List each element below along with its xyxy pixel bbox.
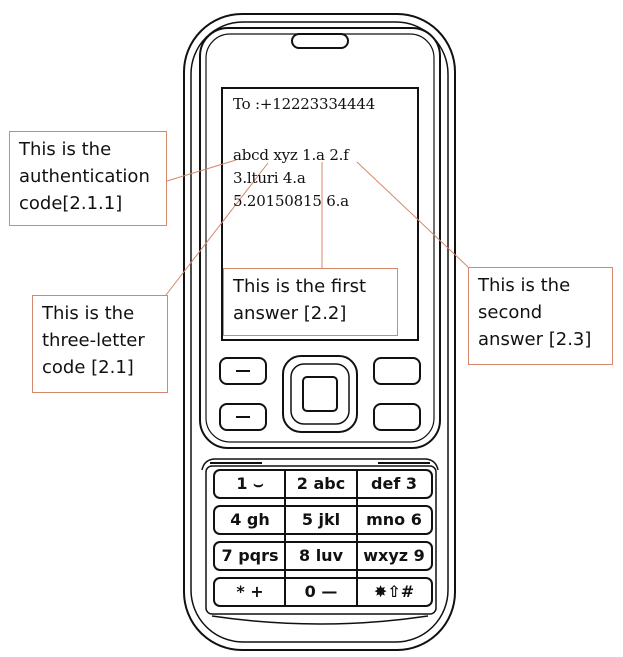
callout-three-letter-code: This is the three-letter code [2.1] xyxy=(32,295,168,393)
key-hash[interactable]: ✸⇧# xyxy=(373,582,415,601)
keypad-row-3 xyxy=(213,541,433,571)
callout-second-answer: This is the second answer [2.3] xyxy=(468,267,613,365)
callout-three-letter-line-3: code [2.1] xyxy=(42,357,134,378)
keypad-row-2 xyxy=(213,505,433,535)
keypad-row-4 xyxy=(213,577,433,607)
callout-three-letter-line-2: three-letter xyxy=(42,330,145,351)
leader-line-three-letter xyxy=(165,162,269,296)
key-7[interactable]: 7 pqrs xyxy=(221,546,279,565)
screen-message-line-3: 5.20150815 6.a xyxy=(233,192,349,210)
key-star[interactable]: * + xyxy=(236,582,264,601)
callout-three-letter-line-1: This is the xyxy=(42,303,135,324)
leader-line-auth-code xyxy=(166,159,237,182)
key-9[interactable]: wxyz 9 xyxy=(363,546,425,565)
leader-line-second-answer xyxy=(356,161,469,268)
phone-body-inner xyxy=(190,21,449,643)
callout-auth-line-1: This is the xyxy=(19,139,112,160)
phone-bottom-curve xyxy=(211,615,429,625)
callout-first-answer-line-1: This is the first xyxy=(233,276,367,297)
callout-auth-line-2: authentication xyxy=(19,166,150,187)
key-4[interactable]: 4 gh xyxy=(230,510,270,529)
key-3[interactable]: def 3 xyxy=(371,474,417,493)
screen-message-line-2: 3.lturi 4.a xyxy=(233,169,306,187)
callout-first-answer-line-2: answer [2.2] xyxy=(233,303,347,324)
screen-message-line-1: abcd xyz 1.a 2.f xyxy=(233,146,349,164)
key-0[interactable]: 0 — xyxy=(304,582,338,601)
right-soft-key-top[interactable] xyxy=(373,357,421,385)
keypad-top-edge xyxy=(201,458,439,471)
callout-authentication-code: This is the authentication code[2.1.1] xyxy=(9,131,167,226)
key-2[interactable]: 2 abc xyxy=(296,474,346,493)
callout-second-answer-line-3: answer [2.3] xyxy=(478,329,592,350)
phone-face xyxy=(199,27,441,449)
screen-recipient-line: To :+12223334444 xyxy=(233,95,376,113)
callout-first-answer: This is the first answer [2.2] xyxy=(223,268,398,336)
keypad-row-1 xyxy=(213,469,433,499)
callout-auth-line-3: code[2.1.1] xyxy=(19,193,123,214)
callout-second-answer-line-2: second xyxy=(478,302,543,323)
key-8[interactable]: 8 luv xyxy=(298,546,343,565)
nav-pad-ring xyxy=(290,363,350,425)
nav-pad-center[interactable] xyxy=(302,376,338,412)
callout-second-answer-line-1: This is the xyxy=(478,275,571,296)
earpiece xyxy=(291,33,349,49)
key-6[interactable]: mno 6 xyxy=(366,510,422,529)
key-5[interactable]: 5 jkl xyxy=(301,510,341,529)
right-soft-key-bottom[interactable] xyxy=(373,403,421,431)
keypad-panel xyxy=(205,465,437,615)
key-1[interactable]: 1 ⌣ xyxy=(236,474,264,493)
